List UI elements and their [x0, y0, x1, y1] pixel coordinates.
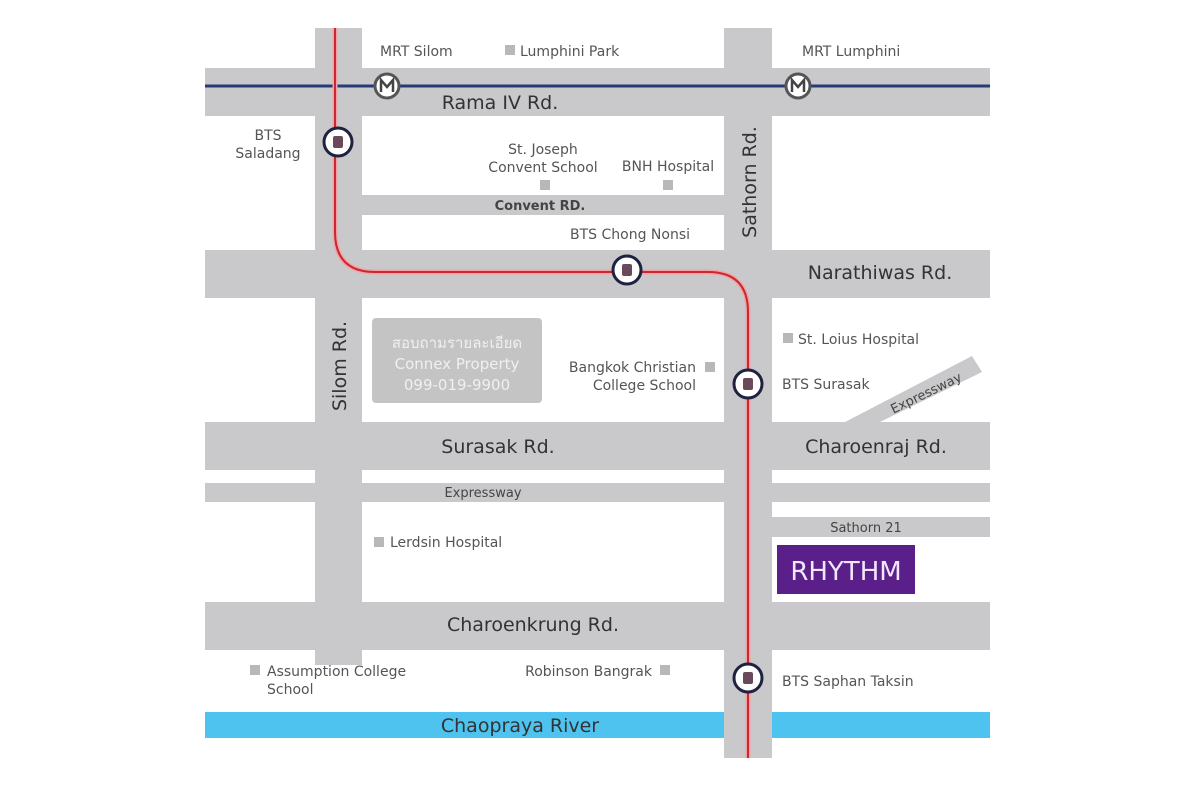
mrt-station-icon: [784, 72, 812, 100]
poi-marker-icon: [783, 333, 793, 343]
bts-surasak-label: BTS Surasak: [782, 377, 870, 393]
assumption-label: School: [267, 682, 313, 698]
expressway-road: [205, 483, 990, 502]
watermark: สอบถามรายละเอียด Connex Property 099-019…: [372, 318, 542, 403]
poi-marker-icon: [505, 45, 515, 55]
river-label: Chaopraya River: [441, 715, 599, 737]
st-joseph-label: Convent School: [488, 160, 597, 176]
chaopraya-river: [205, 712, 990, 738]
st-joseph-label: St. Joseph: [508, 142, 578, 158]
mrt-station-icon: [373, 72, 401, 100]
sathorn-label: Sathorn Rd.: [739, 126, 761, 238]
mrt-lumphini-label: MRT Lumphini: [802, 44, 900, 60]
project-name: RHYTHM: [790, 557, 901, 587]
watermark-line: Connex Property: [395, 355, 520, 373]
st-louis-hospital-label: St. Loius Hospital: [798, 332, 919, 348]
bts-saphan-taksin-label: BTS Saphan Taksin: [782, 674, 914, 690]
bts-chong-nonsi-label: BTS Chong Nonsi: [570, 227, 690, 243]
bts-saladang-label: Saladang: [235, 146, 300, 162]
robinson-label: Robinson Bangrak: [525, 664, 653, 680]
bts-line-core: [334, 28, 749, 758]
rama-iv-label: Rama IV Rd.: [442, 92, 559, 114]
bangkok-christian-label: Bangkok Christian: [569, 360, 696, 376]
bts-station-icon: [732, 368, 764, 400]
poi-marker-icon: [663, 180, 673, 190]
watermark-line: สอบถามรายละเอียด: [392, 334, 522, 352]
bts-station-icon: [322, 126, 354, 158]
poi-marker-icon: [374, 537, 384, 547]
sathorn21-label: Sathorn 21: [830, 521, 902, 536]
lumphini-park-label: Lumphini Park: [520, 44, 620, 60]
bangkok-christian-label: College School: [593, 378, 696, 394]
bts-station-icon: [732, 662, 764, 694]
charoenraj-label: Charoenraj Rd.: [805, 436, 947, 458]
poi-marker-icon: [250, 665, 260, 675]
project-marker: RHYTHM: [777, 545, 915, 594]
assumption-label: Assumption College: [267, 664, 406, 680]
watermark-line: 099-019-9900: [404, 376, 510, 394]
charoenkrung-label: Charoenkrung Rd.: [447, 614, 619, 636]
bts-station-icon: [611, 254, 643, 286]
convent-label: Convent RD.: [495, 199, 586, 214]
bnh-hospital-label: BNH Hospital: [622, 159, 714, 175]
bts-saladang-label: BTS: [254, 128, 281, 144]
poi-marker-icon: [660, 665, 670, 675]
narathiwas-label: Narathiwas Rd.: [808, 262, 953, 284]
poi-marker-icon: [540, 180, 550, 190]
expressway-diagonal: [845, 356, 982, 422]
poi-marker-icon: [705, 362, 715, 372]
silom-label: Silom Rd.: [329, 321, 351, 411]
surasak-label: Surasak Rd.: [441, 436, 554, 458]
sathorn21-road: [772, 517, 990, 537]
expressway-label: Expressway: [444, 486, 521, 501]
lerdsin-hospital-label: Lerdsin Hospital: [390, 535, 502, 551]
mrt-silom-label: MRT Silom: [380, 44, 453, 60]
convent-road: [362, 195, 724, 215]
